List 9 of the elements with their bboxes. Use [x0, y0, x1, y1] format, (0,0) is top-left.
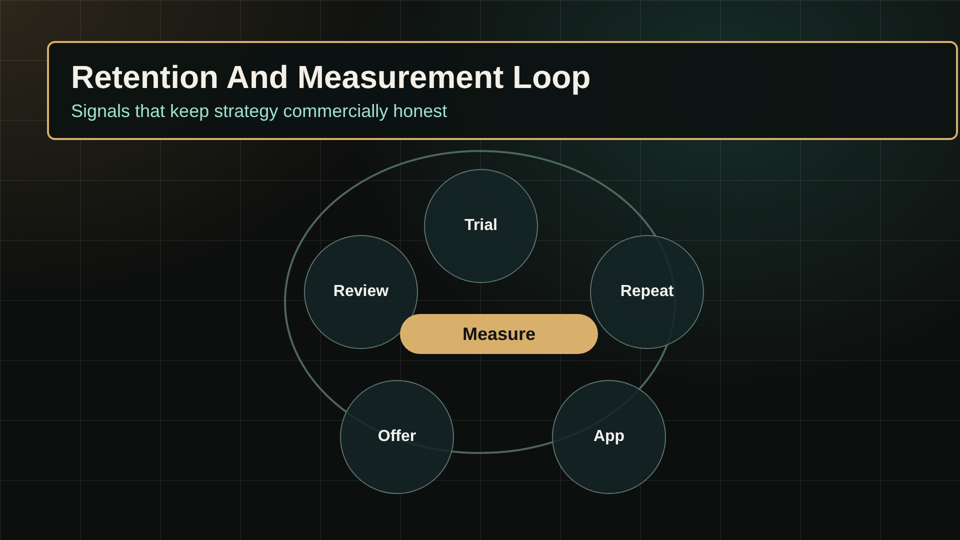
stage-label: App — [593, 427, 625, 447]
stage-label: Trial — [464, 216, 498, 236]
pill-label: Measure — [462, 324, 536, 344]
stage-label: Review — [333, 282, 389, 302]
subtitle: Signals that keep strategy commercially honest — [71, 100, 448, 122]
stage-label: Repeat — [620, 282, 674, 302]
stage-label: Offer — [378, 427, 416, 447]
title: Retention And Measurement Loop — [71, 58, 591, 96]
measure-pill — [400, 314, 598, 354]
